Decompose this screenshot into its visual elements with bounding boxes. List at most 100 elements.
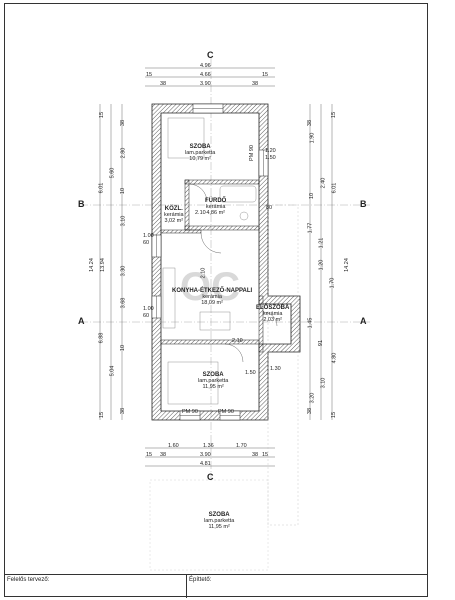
wall-bath-left	[184, 179, 190, 231]
room-label-bathroom: FÜRDŐ kerámia 4,86 m²	[205, 198, 226, 216]
section-mark-a-right: A	[360, 316, 367, 326]
dim-left: 2.80	[120, 147, 127, 159]
room-name: FÜRDŐ	[205, 198, 227, 204]
room-name: KONYHA-ÉTKEZŐ-NAPPALI	[172, 288, 253, 294]
wall-bath-top	[184, 179, 260, 185]
dim-right: 1.45	[307, 317, 314, 329]
room-name: SZOBA	[189, 144, 211, 150]
dim-bottom: 1.70	[236, 443, 247, 449]
bed	[167, 361, 219, 405]
room-label-corridor: KÖZL. kerámia 3,02 m²	[164, 206, 184, 224]
dim-right: 14.24	[343, 258, 350, 272]
opening-label: 1.50	[245, 370, 256, 376]
room-area: 10,79 m²	[189, 156, 211, 162]
dim-bottom: 1.60	[168, 443, 179, 449]
room-floor: kerámia	[262, 311, 283, 317]
room-label-bedroom-1: SZOBA lam.parketta 10,79 m²	[185, 144, 215, 162]
door-swing	[200, 232, 222, 254]
room-area: 11,95 m²	[202, 384, 224, 390]
dim-top: 38	[252, 81, 259, 87]
drawing-border	[4, 3, 428, 597]
room-area: 4,86 m²	[206, 210, 225, 216]
dim-left: 6.88	[98, 332, 105, 344]
door-swing	[224, 343, 244, 363]
section-mark-b-right: B	[360, 199, 367, 209]
dim-left: 38	[120, 407, 127, 415]
dim-right: 15	[331, 111, 338, 119]
door-swing	[262, 311, 278, 327]
opening-label: 1.00	[143, 306, 154, 312]
dim-top: 15	[146, 72, 153, 78]
wall-corridor-left	[160, 229, 202, 234]
bed	[167, 117, 205, 159]
opening-label: 80	[266, 205, 273, 211]
dim-right: 38	[307, 407, 314, 415]
room-floor: kerámia	[164, 212, 184, 218]
sink	[239, 211, 249, 221]
dim-left: 10	[120, 187, 127, 195]
opening-label: 1.20	[265, 148, 276, 154]
wall-bath-bottom	[184, 225, 260, 231]
dim-top: 15	[262, 72, 269, 78]
dim-right: 6.01	[331, 182, 338, 194]
designer-label: Felelős tervező:	[7, 577, 50, 583]
title-block: Felelős tervező: Építtető:	[4, 574, 428, 598]
room-label-lower-bedroom: SZOBA lam.parketta 11,95 m²	[204, 512, 234, 530]
room-floor: lam.parketta	[198, 378, 229, 384]
opening-label: 1.50	[265, 155, 276, 161]
watermark-logo: OC	[180, 265, 240, 309]
opening-label: PM 90	[182, 409, 198, 415]
dim-bottom: 15	[146, 452, 153, 458]
opening-label: 1.00	[143, 233, 154, 239]
room-area: 3,02 m²	[164, 218, 184, 224]
dim-right: 15	[331, 411, 338, 419]
bathtub	[219, 185, 257, 203]
dim-top: 3.90	[200, 81, 211, 87]
builder-label: Építtető:	[189, 577, 212, 583]
dim-right: 3.10	[320, 377, 327, 389]
dim-left: 15	[99, 111, 106, 119]
opening-label: PM 90	[218, 409, 234, 415]
opening-label: 2.10	[195, 210, 206, 216]
wall-hall	[258, 295, 264, 353]
dim-left: 10	[120, 344, 127, 352]
title-block-divider	[186, 575, 187, 598]
section-mark-c-bottom: C	[207, 472, 214, 482]
dim-bottom: 38	[252, 452, 259, 458]
opening-label: 60	[143, 240, 150, 246]
dim-right: 38	[307, 119, 314, 127]
opening-label: 1.30	[270, 366, 281, 372]
room-label-bedroom-2: SZOBA lam.parketta 11,95 m²	[198, 372, 228, 390]
room-label-living: KONYHA-ÉTKEZŐ-NAPPALI kerámia 18,09 m²	[172, 288, 252, 306]
dim-right: 1.21	[318, 237, 325, 249]
room-area: 11,95 m²	[208, 524, 230, 530]
dim-top: 4.96	[200, 63, 211, 69]
dim-right: 1.90	[309, 132, 316, 144]
section-mark-c-top: C	[207, 50, 214, 60]
room-name: ELŐSZOBA	[256, 305, 290, 311]
dim-left: 3.10	[120, 215, 127, 227]
dim-right: 1.20	[318, 259, 325, 271]
dim-left: 5.60	[109, 167, 116, 179]
dim-right: 1.70	[329, 277, 336, 289]
opening-label: 2.10	[200, 267, 207, 279]
table	[199, 311, 231, 331]
room-label-hall: ELŐSZOBA kerámia 2,03 m²	[256, 305, 289, 323]
opening-label: PM 90	[248, 145, 255, 161]
dim-left: 15	[99, 411, 106, 419]
annex-outline	[267, 204, 299, 526]
dim-left: 38	[120, 119, 127, 127]
room-floor: lam.parketta	[204, 518, 235, 524]
room-area: 2,03 m²	[263, 317, 282, 323]
room-floor: kerámia	[205, 204, 226, 210]
dim-left: 6.01	[98, 182, 105, 194]
dim-left: 3.68	[120, 297, 127, 309]
dim-bottom: 15	[262, 452, 269, 458]
dim-left: 3.30	[120, 265, 127, 277]
dim-right: 2.40	[320, 177, 327, 189]
room-name: KÖZL.	[164, 206, 183, 212]
dimension-lines	[99, 67, 333, 467]
section-mark-a-left: A	[78, 316, 85, 326]
